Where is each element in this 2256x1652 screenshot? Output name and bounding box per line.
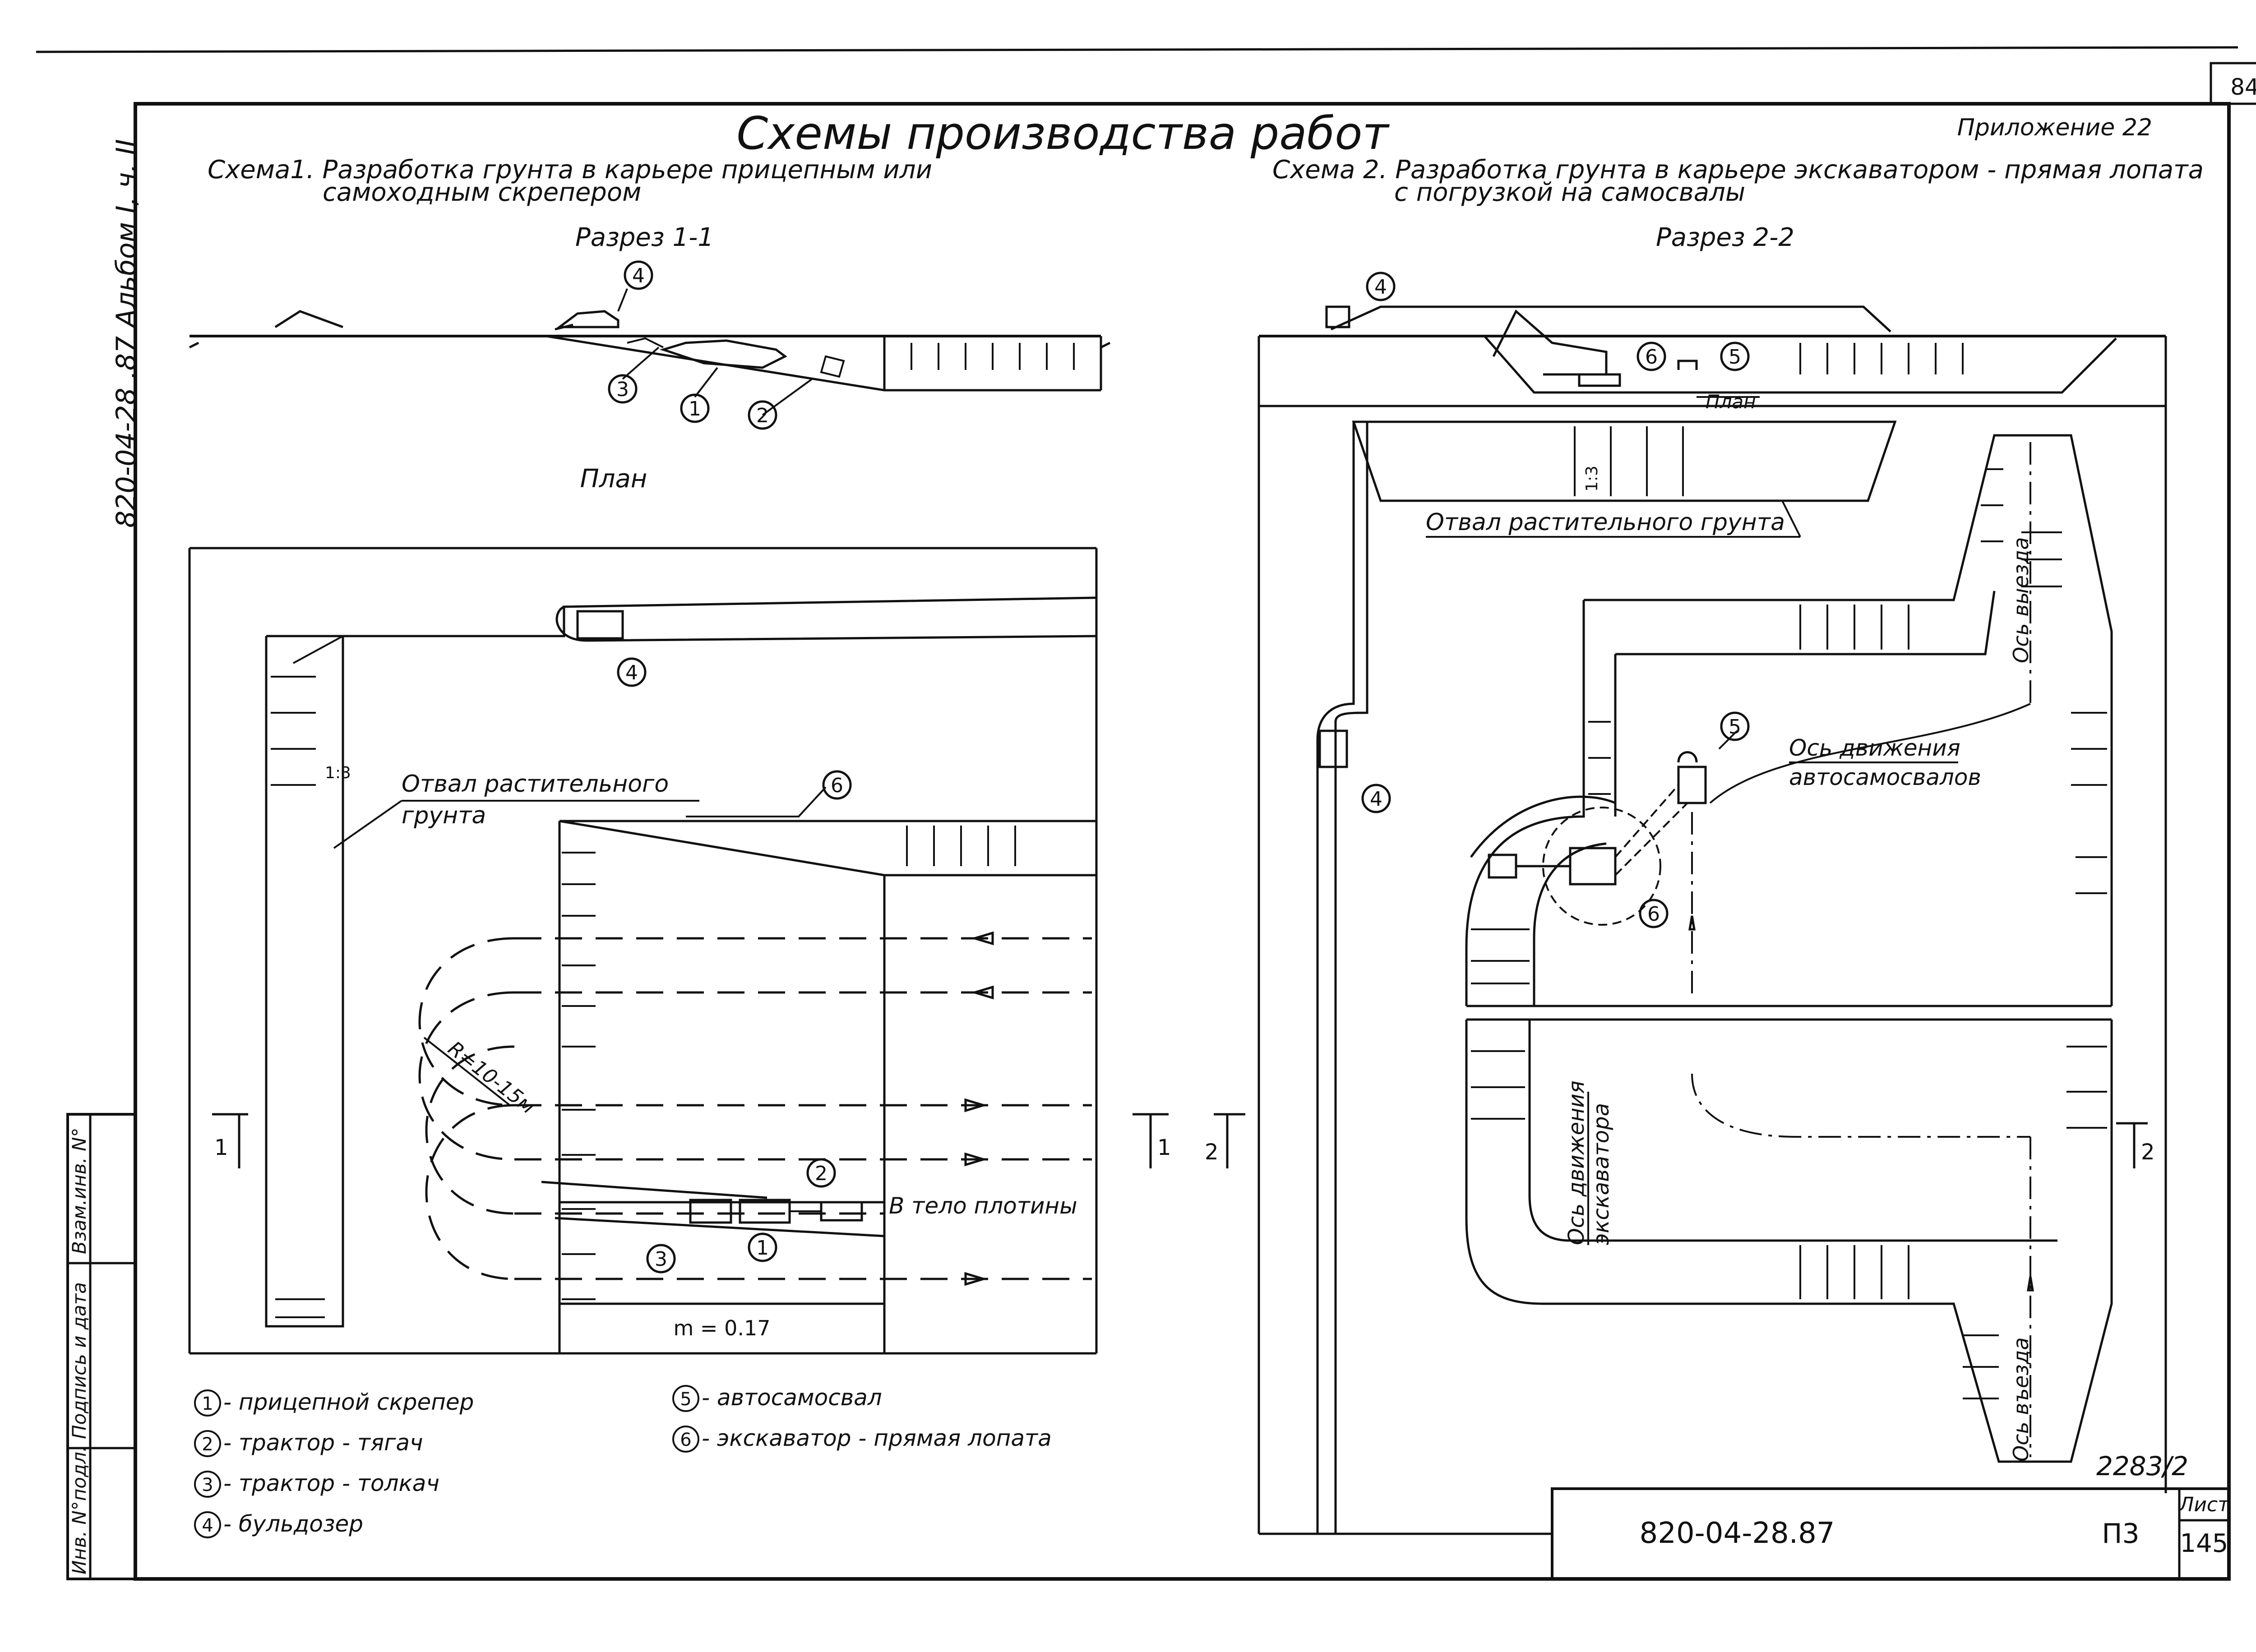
marker-3-section1: 3 (608, 374, 638, 404)
marker-4-section1: 4 (624, 260, 653, 290)
main-title: Схемы производства работ (736, 107, 1390, 160)
marker-1-plan1: 1 (748, 1232, 777, 1262)
marker-5-plan2: 5 (1720, 711, 1750, 741)
svg-text:- автосамосвал: - автосамосвал (702, 1384, 882, 1411)
marker-2-section1: 2 (748, 400, 777, 430)
marker-1-section1: 1 (680, 393, 710, 423)
strip-col2: Подпись и дата (68, 1282, 90, 1439)
truck-axis-label-1: Ось движения (1789, 735, 1960, 761)
title-block: 2283/2 820-04-28.87 П3 Лист 145 (1551, 1451, 2230, 1580)
scheme2-section-plan-title: План (1706, 391, 1756, 413)
marker-6-plan1: 6 (822, 770, 852, 800)
scheme2-topsoil-label: Отвал растительного грунта (1426, 509, 1785, 536)
legend-item-6: 6 - экскаватор - прямая лопата (672, 1425, 1052, 1453)
legend-item-4: 4 - бульдозер (194, 1511, 363, 1538)
legend-item-2: 2 - трактор - тягач (194, 1430, 423, 1457)
marker-4-plan2: 4 (1361, 784, 1391, 813)
marker-3-plan1: 3 (646, 1244, 676, 1274)
marker-4-plan1: 4 (617, 657, 647, 687)
svg-text:- трактор - толкач: - трактор - толкач (223, 1470, 439, 1496)
cut-mark-1-left: 1 (214, 1135, 228, 1160)
m-label: m = 0.17 (673, 1316, 770, 1340)
entry-axis-label: Ось въезда (2009, 1337, 2033, 1462)
scheme2-slope-label: 1:3 (1583, 466, 1601, 492)
marker-5-section2: 5 (1720, 341, 1750, 371)
bulldozer-icon (556, 310, 619, 328)
marker-2-plan1: 2 (806, 1158, 836, 1188)
svg-text:5: 5 (1729, 715, 1741, 738)
scheme1-title-line1: Схема1. Разработка грунта в карьере приц… (208, 155, 932, 185)
svg-text:4: 4 (625, 661, 638, 684)
svg-text:- прицепной скрепер: - прицепной скрепер (223, 1389, 474, 1415)
sheet-code: П3 (2102, 1518, 2139, 1550)
marker-6-section2: 6 (1637, 341, 1666, 371)
dam-label: В тело плотины (889, 1193, 1077, 1219)
cut-mark-2-left: 2 (1205, 1140, 1219, 1165)
scheme1-slope-label: 1:3 (325, 764, 351, 782)
excavator-icon (1492, 309, 1621, 387)
side-stamp: 820-04-28 .87 Альбом I, ч. II (111, 139, 142, 528)
plan-2: 1:3 Отвал растительного грунта (1205, 336, 2167, 1535)
excavator-axis-label-1: Ось движения (1564, 1080, 1589, 1245)
svg-text:5: 5 (680, 1389, 691, 1410)
svg-text:4: 4 (1374, 276, 1387, 299)
svg-text:6: 6 (680, 1430, 691, 1450)
scheme1-topsoil-label-2: грунта (402, 802, 486, 829)
cut-mark-1-right: 1 (1157, 1135, 1171, 1160)
svg-text:1: 1 (689, 397, 701, 420)
legend-item-1: 1 - прицепной скрепер (194, 1389, 474, 1417)
svg-text:6: 6 (1647, 903, 1660, 926)
sheet-label: Лист (2178, 1493, 2230, 1516)
svg-text:2: 2 (756, 404, 769, 427)
cut-mark-2-right: 2 (2141, 1140, 2155, 1165)
strip-col3: Взам.инв. N° (68, 1127, 90, 1254)
scheme1-section-title: Разрез 1-1 (575, 223, 714, 252)
marker-6-plan2: 6 (1639, 899, 1669, 928)
svg-text:- экскаватор - прямая лопата: - экскаватор - прямая лопата (702, 1425, 1052, 1451)
plan-1: R=10-15м 1:3 Отвал растительного грунта … (188, 547, 1171, 1355)
svg-text:1: 1 (756, 1237, 769, 1260)
svg-text:4: 4 (1370, 788, 1382, 811)
svg-text:6: 6 (1645, 346, 1658, 369)
svg-text:4: 4 (202, 1515, 213, 1536)
scheme1-title-line2: самоходным скрепером (323, 178, 641, 207)
sheet-number: 145 (2180, 1529, 2228, 1558)
svg-text:- бульдозер: - бульдозер (223, 1511, 363, 1537)
svg-text:2: 2 (815, 1162, 828, 1185)
inventory-number: 2283/2 (2096, 1451, 2188, 1481)
sheet-frame: 84 (36, 46, 2256, 1581)
exit-axis-label: Ось выезда (2009, 537, 2033, 663)
page-number: 84 (2230, 74, 2256, 100)
legend: 1 - прицепной скрепер 2 - трактор - тяга… (194, 1384, 1052, 1538)
svg-text:6: 6 (831, 774, 843, 797)
scheme2-title-line1: Схема 2. Разработка грунта в карьере экс… (1272, 155, 2204, 185)
svg-text:3: 3 (616, 378, 629, 401)
section-1-1 (189, 288, 1111, 416)
svg-text:3: 3 (202, 1475, 213, 1495)
left-stamp-strip: Взам.инв. N° Подпись и дата Инв. N°подл.… (66, 139, 142, 1580)
scraper-icon (659, 339, 845, 378)
scheme2-section-title: Разрез 2-2 (1656, 223, 1794, 252)
svg-text:2: 2 (202, 1434, 213, 1455)
svg-text:5: 5 (1729, 346, 1741, 369)
truck-icon (1677, 360, 1698, 370)
truck-axis-label-2: автосамосвалов (1789, 764, 1981, 790)
legend-item-5: 5 - автосамосвал (672, 1384, 882, 1412)
strip-col1: Инв. N°подл. (68, 1446, 90, 1574)
appendix-label: Приложение 22 (1957, 114, 2152, 141)
section-2-2: План (1259, 305, 2166, 413)
doc-number: 820-04-28.87 (1640, 1517, 1835, 1550)
excavator-axis-label-2: экскаватора (1589, 1103, 1614, 1245)
marker-4-section2: 4 (1366, 272, 1396, 301)
svg-text:- трактор - тягач: - трактор - тягач (223, 1430, 423, 1456)
scheme2-title-line2: с погрузкой на самосвалы (1394, 178, 1745, 207)
svg-text:1: 1 (202, 1394, 213, 1414)
svg-text:3: 3 (655, 1248, 667, 1271)
svg-text:4: 4 (632, 264, 645, 287)
scheme1-plan-title: План (580, 464, 647, 494)
scheme1-topsoil-label-1: Отвал растительного (402, 771, 669, 798)
legend-item-3: 3 - трактор - толкач (194, 1470, 439, 1498)
